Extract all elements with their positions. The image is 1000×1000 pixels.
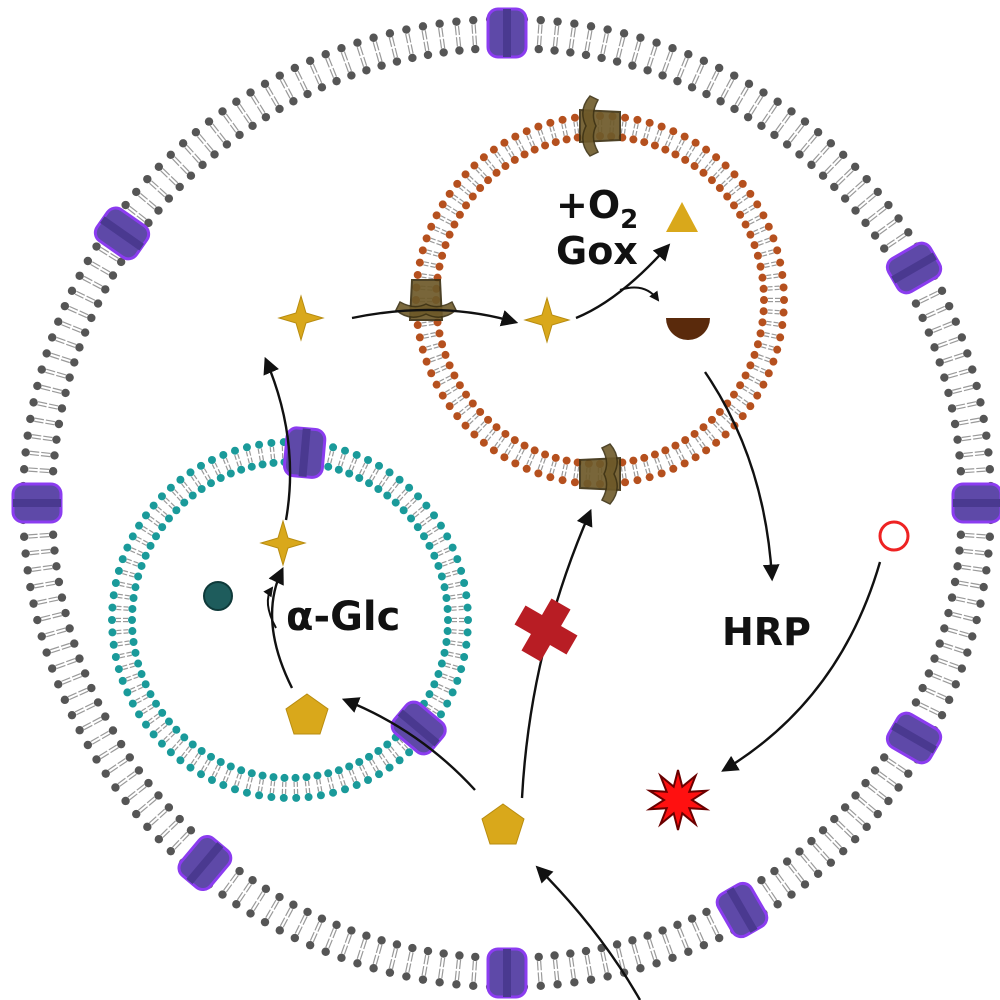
outer-membrane-heads xyxy=(18,14,996,992)
arrow-ring-to-burst xyxy=(721,561,882,772)
arrow-star-up xyxy=(263,356,292,521)
four-point-star-icon xyxy=(259,519,307,567)
pore-protein-icon xyxy=(390,700,447,756)
arrow-glc-conversion xyxy=(268,566,294,689)
arrow-to-hrp xyxy=(704,371,780,582)
pore-protein-icon xyxy=(177,835,233,892)
four-point-star-icon xyxy=(277,294,325,342)
arrow-star-into-gox xyxy=(351,308,519,327)
four-point-star-icon xyxy=(523,296,571,344)
arrow-entry xyxy=(535,865,642,1000)
product-dot-icon xyxy=(203,581,233,611)
oxygen-subscript: 2 xyxy=(620,205,638,235)
arrow-gox-branch xyxy=(619,286,660,302)
pore-protein-icon xyxy=(885,711,943,765)
inhibitor-cross-icon xyxy=(514,598,578,662)
arrow-glc-byproduct xyxy=(263,586,277,629)
pore-protein-icon xyxy=(93,206,151,261)
pore-protein-icon xyxy=(11,482,63,524)
pentagon-icon xyxy=(481,803,525,845)
gox-vesicle-membrane-heads xyxy=(412,112,788,488)
gox-label: Gox xyxy=(556,229,638,273)
pore-protein-icon xyxy=(486,7,528,59)
arrow-to-glc-vesicle xyxy=(341,697,476,791)
gox-vesicle-membrane-tails xyxy=(420,120,780,480)
open-circle-icon xyxy=(878,520,910,552)
pore-protein-icon xyxy=(951,482,1000,524)
fluorescent-burst-icon xyxy=(645,769,711,831)
gox-channel-icon xyxy=(579,95,621,157)
triangle-icon xyxy=(666,202,698,232)
pore-protein-icon xyxy=(885,241,943,295)
molecules xyxy=(203,202,910,845)
hrp-label: HRP xyxy=(722,610,811,654)
alpha-glc-label: α-Glc xyxy=(286,594,400,640)
gox-channel-icon xyxy=(579,443,621,505)
membranes xyxy=(18,14,996,992)
gox-vesicle-membrane xyxy=(412,112,788,488)
membrane-channels xyxy=(11,7,1000,999)
pore-protein-icon xyxy=(486,947,528,999)
oxygen-label: +O2 xyxy=(556,183,638,235)
reaction-arrows xyxy=(263,243,882,1000)
outer-membrane xyxy=(18,14,996,992)
pore-protein-icon xyxy=(715,881,769,939)
pore-protein-icon xyxy=(282,426,327,479)
labels: +O2 Gox α-Glc HRP xyxy=(286,183,811,654)
half-circle-icon xyxy=(666,318,710,340)
gox-channel-icon xyxy=(395,279,457,321)
pentagon-icon xyxy=(285,693,329,735)
arrow-gox-reaction xyxy=(575,243,671,320)
